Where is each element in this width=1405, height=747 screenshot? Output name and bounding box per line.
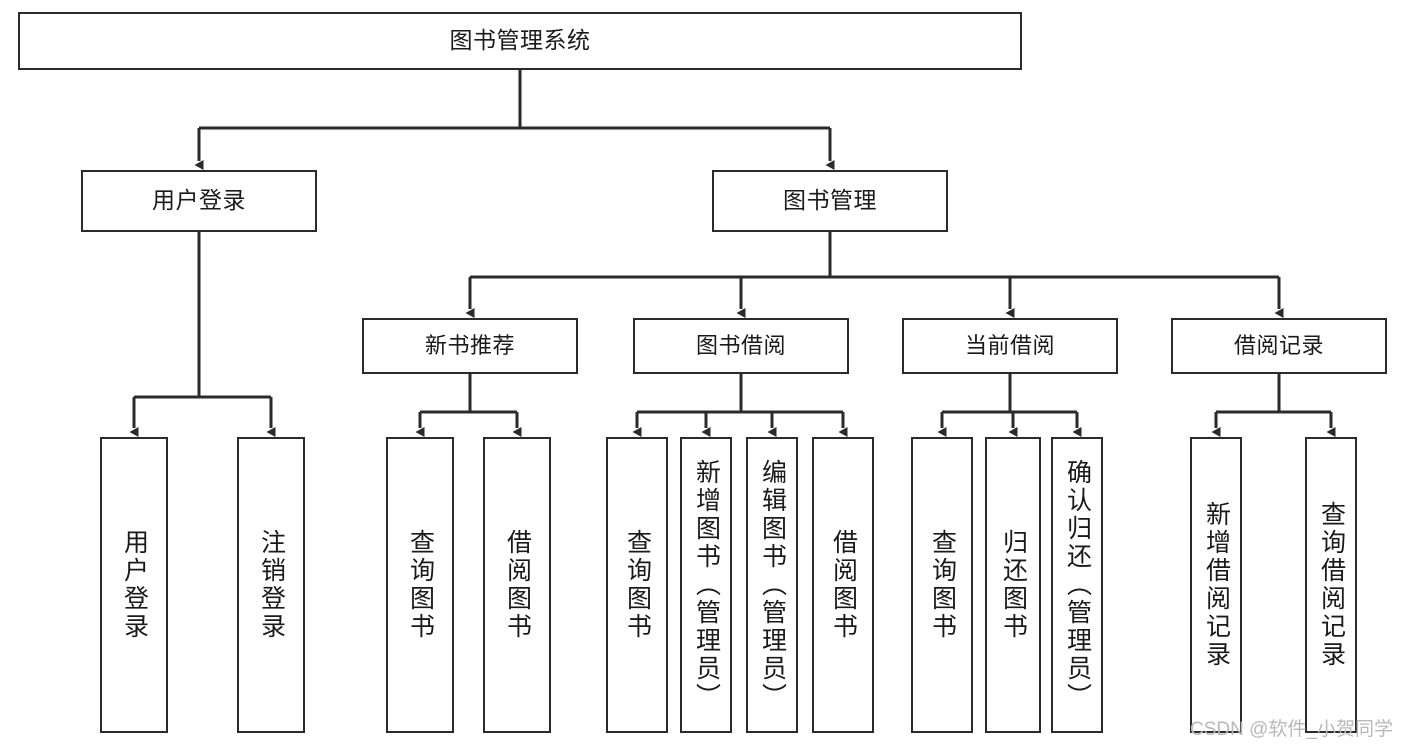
node-new-book-rec[interactable]: 新书推荐	[362, 318, 578, 374]
node-book-manage[interactable]: 图书管理	[712, 170, 948, 232]
node-leaf-edit-book[interactable]: 编辑图书（管理员）	[746, 437, 798, 733]
watermark-label: CSDN @软件_小贺同学	[1190, 719, 1393, 740]
node-current-borrow[interactable]: 当前借阅	[902, 318, 1118, 374]
node-leaf-return-book[interactable]: 归还图书	[985, 437, 1041, 733]
node-label: 借阅记录	[1233, 332, 1324, 358]
node-book-borrow[interactable]: 图书借阅	[633, 318, 849, 374]
node-leaf-user-logout[interactable]: 注销登录	[237, 437, 305, 733]
node-label: 查询图书	[623, 529, 652, 641]
node-label: 图书管理系统	[449, 27, 591, 54]
node-label: 当前借阅	[964, 332, 1055, 358]
node-label: 归还图书	[999, 529, 1028, 641]
node-leaf-user-login[interactable]: 用户登录	[100, 437, 168, 733]
node-borrow-record[interactable]: 借阅记录	[1171, 318, 1387, 374]
node-label: 查询图书	[406, 529, 435, 641]
node-leaf-query-book-1[interactable]: 查询图书	[386, 437, 454, 733]
node-label: 用户登录	[152, 187, 246, 214]
node-label: 查询借阅记录	[1317, 501, 1346, 669]
node-leaf-borrow-book-1[interactable]: 借阅图书	[483, 437, 551, 733]
node-label: 注销登录	[257, 529, 286, 641]
node-root[interactable]: 图书管理系统	[18, 12, 1022, 70]
node-label: 编辑图书（管理员）	[758, 459, 787, 711]
node-leaf-query-record[interactable]: 查询借阅记录	[1305, 437, 1357, 733]
node-label: 借阅图书	[503, 529, 532, 641]
node-label: 查询图书	[928, 529, 957, 641]
node-leaf-add-book[interactable]: 新增图书（管理员）	[680, 437, 732, 733]
node-leaf-query-book-2[interactable]: 查询图书	[606, 437, 668, 733]
node-label: 新增借阅记录	[1202, 501, 1231, 669]
node-leaf-add-record[interactable]: 新增借阅记录	[1190, 437, 1242, 733]
node-label: 用户登录	[120, 529, 149, 641]
node-label: 确认归还（管理员）	[1063, 459, 1092, 711]
connector-group	[129, 70, 1336, 437]
node-leaf-query-book-3[interactable]: 查询图书	[911, 437, 973, 733]
node-label: 新增图书（管理员）	[692, 459, 721, 711]
node-leaf-confirm-return[interactable]: 确认归还（管理员）	[1051, 437, 1103, 733]
node-leaf-borrow-book-2[interactable]: 借阅图书	[812, 437, 874, 733]
node-label: 图书管理	[783, 187, 877, 214]
node-label: 新书推荐	[424, 332, 515, 358]
node-user-login[interactable]: 用户登录	[81, 170, 317, 232]
node-label: 图书借阅	[695, 332, 786, 358]
node-label: 借阅图书	[829, 529, 858, 641]
